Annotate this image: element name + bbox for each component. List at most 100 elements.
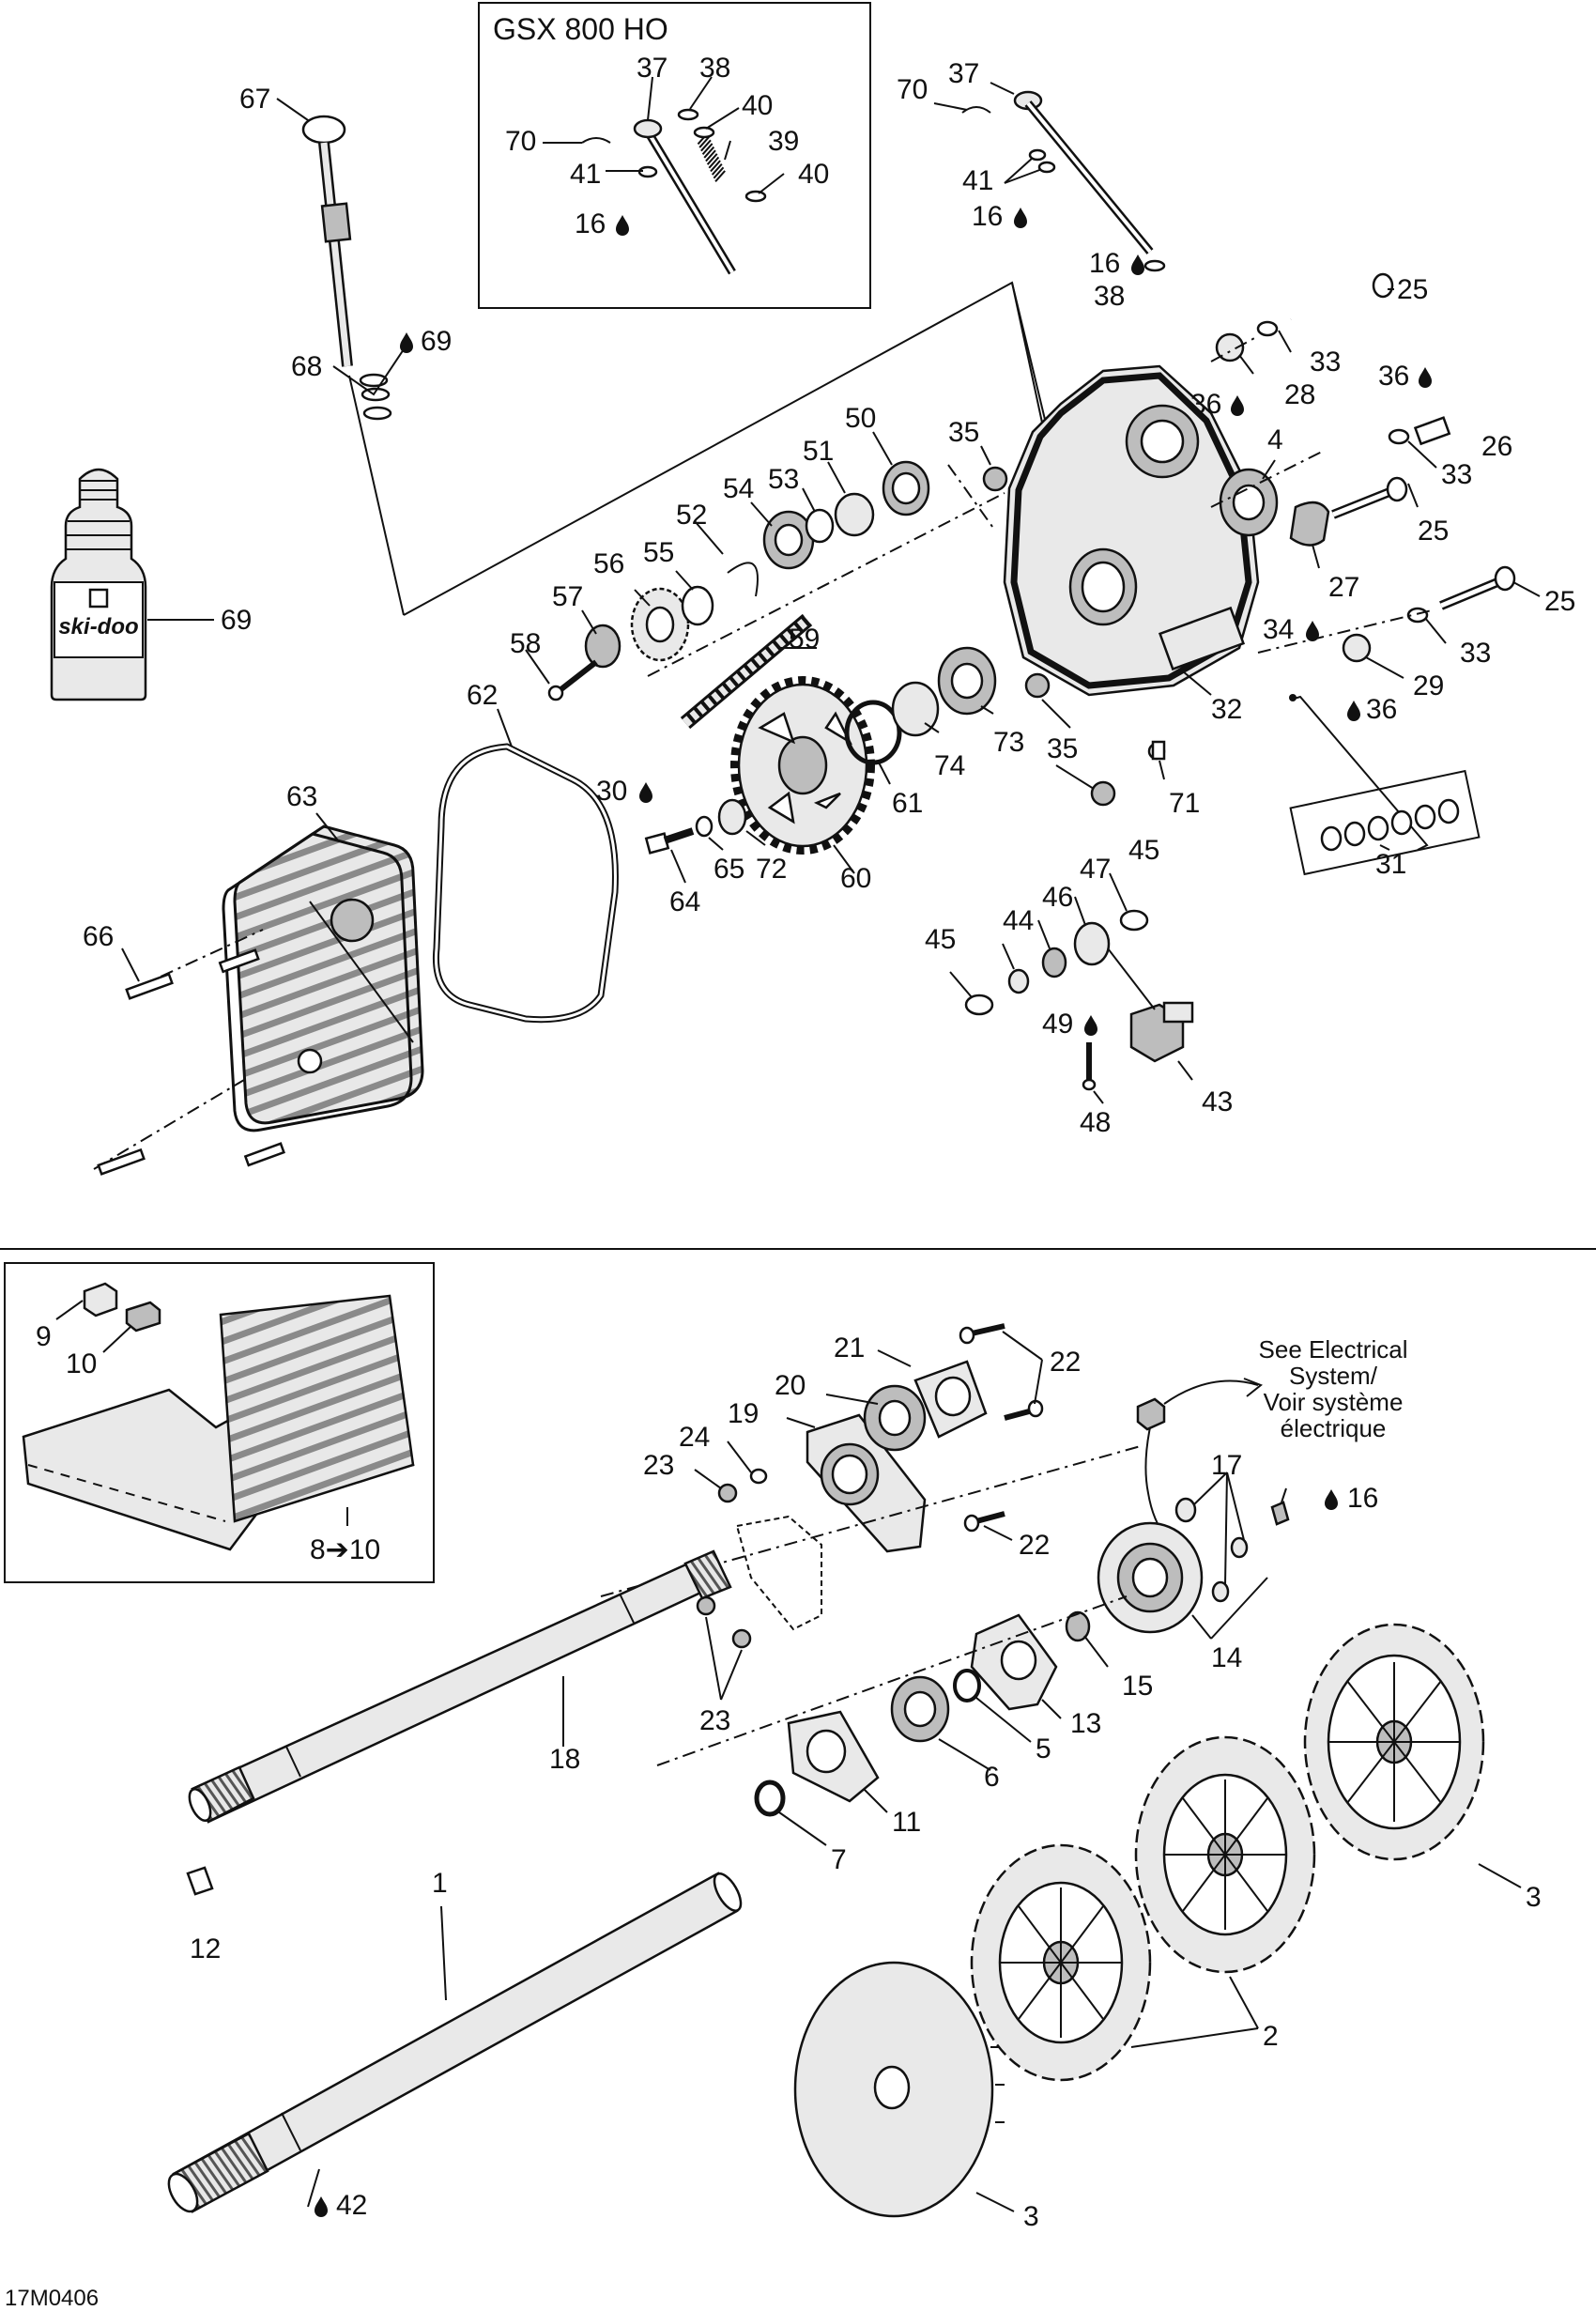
callout-25-c: 25 — [1544, 586, 1575, 617]
callout-46: 46 — [1042, 882, 1073, 913]
callout-38-inset: 38 — [699, 53, 730, 84]
callout-9: 9 — [36, 1321, 52, 1352]
callout-37-inset: 37 — [637, 53, 668, 84]
callout-16-b: 16 — [972, 201, 1003, 232]
spring-39 — [697, 132, 726, 182]
callout-25-a: 25 — [1397, 274, 1428, 305]
gear-set — [547, 562, 759, 701]
callout-8-to-10: 8➔10 — [310, 1534, 380, 1565]
callout-29: 29 — [1413, 670, 1444, 701]
drive-sprockets-2 — [970, 1735, 1316, 2082]
callout-25-b: 25 — [1418, 516, 1449, 547]
callout-13: 13 — [1070, 1708, 1101, 1739]
oil-drop-icon — [1231, 395, 1244, 416]
callout-3-right: 3 — [1526, 1882, 1542, 1913]
bearing-housing-14 — [1097, 1397, 1290, 1634]
support-bracket — [696, 1515, 822, 1649]
callout-70: 70 — [897, 74, 928, 105]
inset-track — [4, 1262, 435, 1583]
bearing-stack — [762, 460, 930, 570]
idler-wheel-3-right — [1303, 1623, 1485, 1861]
callout-7: 7 — [831, 1844, 847, 1875]
shims-31 — [1289, 694, 1481, 876]
bolts-25 — [1210, 272, 1516, 663]
oil-drop-icon — [1419, 367, 1432, 388]
callout-73: 73 — [993, 727, 1024, 758]
oil-drop-icon — [400, 332, 413, 353]
callout-42: 42 — [336, 2190, 367, 2221]
oil-drop-icon — [1131, 254, 1144, 275]
note-line-1: See Electrical — [1259, 1335, 1408, 1363]
drive-axle-18 — [188, 1549, 732, 1824]
callout-48: 48 — [1080, 1107, 1111, 1138]
callout-66: 66 — [83, 921, 114, 952]
callout-52: 52 — [676, 500, 707, 531]
callout-54: 54 — [723, 473, 754, 504]
callout-5: 5 — [1036, 1733, 1051, 1764]
chaincase-housing-32 — [1003, 364, 1260, 697]
note-line-3: Voir système — [1264, 1388, 1404, 1416]
callout-14: 14 — [1211, 1642, 1242, 1673]
callout-2: 2 — [1263, 2021, 1279, 2052]
callout-19: 19 — [728, 1398, 759, 1429]
callout-37: 37 — [948, 58, 979, 89]
callout-49: 49 — [1042, 1009, 1073, 1040]
callout-74: 74 — [934, 750, 965, 781]
electrical-note: See Electrical System/ Voir système élec… — [1163, 1335, 1408, 1442]
callout-60: 60 — [840, 863, 871, 894]
oil-drop-icon — [1347, 701, 1360, 721]
callout-57: 57 — [552, 581, 583, 612]
callout-39: 39 — [768, 126, 799, 157]
sprocket-60 — [730, 676, 875, 855]
callout-36-a: 36 — [1190, 389, 1221, 420]
callout-63: 63 — [286, 781, 317, 812]
callout-18: 18 — [549, 1744, 580, 1775]
callout-59: 59 — [789, 624, 820, 655]
callout-16-c: 16 — [1089, 248, 1120, 279]
chaincase-cover-63 — [222, 824, 424, 1132]
chain-59 — [680, 613, 813, 730]
shaft-bolt-64 — [644, 798, 747, 855]
oil-drop-icon — [1306, 621, 1319, 641]
callout-41: 41 — [962, 165, 993, 196]
callout-labels: 67 70 41 16 37 38 40 39 40 70 37 41 16 1… — [5, 53, 1575, 2311]
callout-70-inset: 70 — [505, 126, 536, 157]
idler-wheel-3 — [793, 1961, 1005, 2218]
callout-38: 38 — [1094, 281, 1125, 312]
callout-33-a: 33 — [1310, 347, 1341, 377]
callout-68: 68 — [291, 351, 322, 382]
callout-23-b: 23 — [699, 1705, 730, 1736]
note-line-4: électrique — [1281, 1414, 1387, 1442]
callout-72: 72 — [756, 854, 787, 885]
callout-27: 27 — [1328, 572, 1359, 603]
callout-16-inset: 16 — [575, 208, 606, 239]
note-line-2: System/ — [1289, 1362, 1378, 1390]
callout-10: 10 — [66, 1348, 97, 1379]
callout-45-a: 45 — [1128, 835, 1159, 866]
lower-flange — [754, 1610, 1091, 1817]
oil-drop-icon — [1014, 208, 1027, 228]
callout-30: 30 — [596, 776, 627, 807]
idler-assembly — [964, 909, 1194, 1091]
callout-15: 15 — [1122, 1671, 1153, 1702]
callout-53: 53 — [768, 464, 799, 495]
callout-11: 11 — [892, 1807, 921, 1838]
callout-41-inset: 41 — [570, 159, 601, 190]
callout-12: 12 — [190, 1934, 221, 1964]
callout-62: 62 — [467, 680, 498, 711]
lower-bearings — [844, 646, 1166, 807]
oil-drop-icon — [315, 2196, 328, 2217]
callout-17: 17 — [1211, 1450, 1242, 1481]
callout-71: 71 — [1169, 788, 1200, 819]
driveshaft-1 — [167, 1872, 743, 2213]
callout-43: 43 — [1202, 1086, 1233, 1117]
callout-32: 32 — [1211, 694, 1242, 725]
callout-3-bottom: 3 — [1023, 2201, 1039, 2232]
callout-56: 56 — [593, 548, 624, 579]
upper-flange — [717, 1323, 1044, 1553]
callout-1: 1 — [432, 1868, 448, 1899]
callout-31: 31 — [1375, 849, 1406, 880]
callout-50: 50 — [845, 403, 876, 434]
callout-64: 64 — [669, 886, 700, 917]
